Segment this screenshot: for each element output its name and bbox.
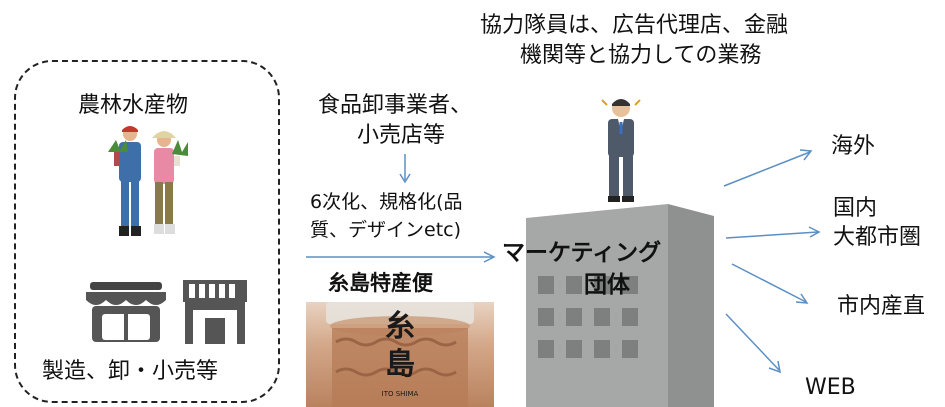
farmers-icon — [108, 126, 188, 236]
dest-local: 市内産直 — [837, 294, 926, 319]
arrow-to-web — [725, 313, 781, 374]
team-member-icon — [601, 99, 641, 202]
store-icon — [183, 280, 247, 344]
top-note-line2: 機関等と協力しての業務 — [520, 43, 762, 68]
processing-line2: 質、デザインetc) — [310, 219, 461, 241]
producer-title: 農林水産物 — [78, 93, 189, 118]
top-note-line1: 協力隊員は、広告代理店、金融 — [480, 13, 789, 38]
product-name: 糸島特産便 — [328, 271, 433, 295]
arrow-to-domestic — [725, 226, 821, 239]
wholesale-line1: 食品卸事業者、 — [318, 93, 473, 118]
processing-line1: 6次化、規格化(品 — [310, 191, 463, 213]
arrow-to-overseas — [723, 149, 813, 187]
jar-label-roman: ITO SHIMA — [381, 390, 419, 398]
product-jar-image: 糸島 ITO SHIMA — [306, 302, 494, 407]
marketing-org-line2: 団体 — [584, 272, 630, 298]
arrow-to-local — [731, 263, 809, 304]
dest-web: WEB — [805, 375, 856, 400]
dest-overseas: 海外 — [831, 134, 876, 159]
dest-domestic-line2: 大都市圏 — [833, 225, 922, 250]
flow-arrow-to-marketing — [306, 251, 496, 263]
dest-domestic-line1: 国内 — [833, 196, 878, 221]
down-arrow — [399, 154, 411, 184]
building-icon — [526, 204, 714, 407]
jar-label-mark: 糸島 — [385, 309, 415, 382]
shop-icon — [86, 282, 166, 342]
producer-group-box — [14, 60, 280, 403]
producer-bottom-label: 製造、卸・小売等 — [42, 359, 219, 384]
marketing-org-line1: マーケティング — [502, 240, 662, 266]
wholesale-line2: 小売店等 — [357, 123, 446, 148]
